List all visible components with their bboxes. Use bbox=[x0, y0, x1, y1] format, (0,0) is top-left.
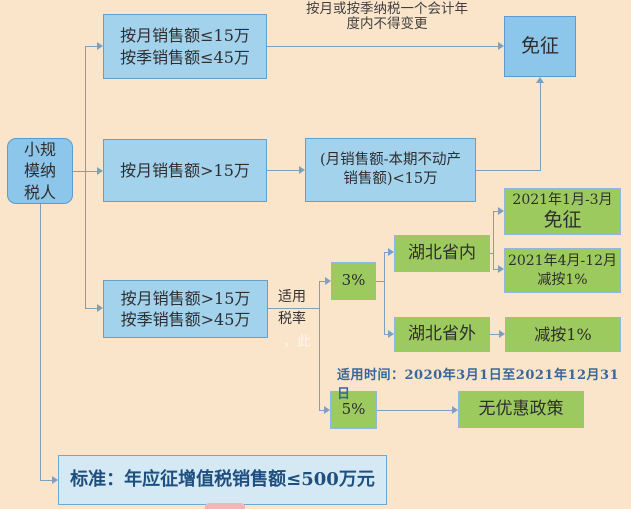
node-label: (月销售额-本期不动产 bbox=[319, 151, 462, 168]
node-monthly-quarter-high: 按月销售额>15万 按季销售额>45万 bbox=[103, 280, 268, 338]
node-hubei-outside: 湖北省外 bbox=[394, 317, 490, 352]
connector-line bbox=[268, 308, 319, 309]
arrowhead bbox=[452, 406, 458, 414]
node-standard: 标准：年应征增值税销售额≤500万元 bbox=[58, 455, 387, 505]
node-monthly-quarter-low: 按月销售额≤15万 按季销售额≤45万 bbox=[103, 14, 267, 79]
node-reduced-1-percent: 减按1% bbox=[505, 317, 621, 352]
node-label: 按季销售额>45万 bbox=[120, 310, 251, 329]
connector-line bbox=[476, 170, 540, 171]
node-exempt: 免征 bbox=[504, 16, 576, 77]
node-label: 湖北省外 bbox=[408, 324, 476, 345]
node-label: 3% bbox=[341, 271, 366, 290]
annotation-line: 按月或按季纳税一个会计年 bbox=[306, 1, 468, 17]
connector-line bbox=[85, 46, 99, 47]
connector-line bbox=[384, 334, 388, 335]
node-label: 标准：年应征增值税销售额≤500万元 bbox=[70, 469, 375, 491]
watermark-text: ，此 bbox=[283, 334, 311, 350]
node-rate-5-percent: 5% bbox=[330, 391, 377, 429]
connector-line bbox=[85, 308, 99, 309]
node-label: 无优惠政策 bbox=[478, 399, 564, 420]
node-period-apr-dec-reduced: 2021年4月-12月 减按1% bbox=[504, 248, 621, 293]
node-label: 税人 bbox=[23, 182, 56, 202]
node-hubei-inside: 湖北省内 bbox=[394, 235, 490, 272]
connector-line bbox=[85, 46, 86, 308]
connector-line bbox=[493, 211, 498, 212]
node-label: 免征 bbox=[520, 34, 559, 57]
node-rate-3-percent: 3% bbox=[331, 262, 376, 300]
node-label: 按季销售额≤45万 bbox=[120, 47, 250, 67]
node-monthly-high: 按月销售额>15万 bbox=[103, 139, 267, 202]
node-label: 小规 bbox=[23, 140, 56, 160]
top-annotation: 按月或按季纳税一个会计年 度内不得变更 bbox=[287, 2, 487, 32]
connector-line bbox=[40, 204, 41, 480]
node-label: 5% bbox=[341, 400, 366, 419]
arrowhead bbox=[52, 476, 58, 484]
node-label: 模纳 bbox=[23, 161, 56, 181]
arrowhead bbox=[97, 304, 103, 312]
arrowhead bbox=[97, 167, 103, 175]
arrowhead bbox=[299, 166, 305, 174]
node-label: 按月销售额>15万 bbox=[120, 160, 250, 180]
arrowhead bbox=[388, 330, 394, 338]
node-label: 减按1% bbox=[537, 271, 588, 288]
node-small-scale-taxpayer: 小规 模纳 税人 bbox=[7, 138, 73, 204]
node-label: 按月销售额>15万 bbox=[120, 288, 251, 308]
connector-line bbox=[319, 410, 325, 411]
arrowhead bbox=[499, 330, 505, 338]
connector-line bbox=[493, 269, 498, 270]
annotation-line: 适用 bbox=[278, 289, 306, 305]
connector-line bbox=[540, 83, 541, 171]
connector-line bbox=[376, 281, 384, 282]
arrowhead bbox=[324, 406, 330, 414]
arrowhead bbox=[498, 42, 504, 50]
connector-line bbox=[319, 281, 320, 410]
connector-line bbox=[377, 410, 452, 411]
connector-line bbox=[319, 281, 325, 282]
node-label: 2021年1月-3月 bbox=[512, 191, 613, 208]
node-label: 按月销售额≤15万 bbox=[120, 26, 250, 46]
connector-line bbox=[73, 171, 99, 172]
arrowhead bbox=[498, 265, 504, 273]
annotation-line: 税率 bbox=[278, 311, 306, 328]
node-label: 2021年4月-12月 bbox=[507, 253, 618, 270]
connector-line bbox=[493, 211, 494, 269]
node-label: 减按1% bbox=[534, 324, 592, 344]
arrowhead bbox=[97, 42, 103, 50]
connector-line bbox=[267, 46, 498, 47]
connector-line bbox=[384, 252, 385, 334]
applicable-rate-label: 适用 税率 bbox=[272, 286, 312, 331]
node-no-preferential-policy: 无优惠政策 bbox=[458, 391, 584, 428]
node-label: 免征 bbox=[543, 208, 582, 231]
node-period-jan-mar-exempt: 2021年1月-3月 免征 bbox=[504, 188, 621, 235]
annotation-line: 度内不得变更 bbox=[346, 15, 428, 32]
connector-line bbox=[40, 480, 52, 481]
node-label: 湖北省内 bbox=[408, 243, 476, 264]
node-net-sales-condition: (月销售额-本期不动产 销售额)<15万 bbox=[305, 138, 476, 202]
applicable-period-note: 适用时间：2020年3月1日至2021年12月31日 bbox=[337, 368, 620, 402]
node-label: 销售额)<15万 bbox=[343, 171, 438, 187]
connector-line bbox=[490, 334, 499, 335]
arrowhead bbox=[498, 207, 504, 215]
connector-line bbox=[490, 253, 494, 254]
arrowhead bbox=[325, 277, 331, 285]
arrowhead bbox=[536, 77, 544, 83]
pink-artifact bbox=[205, 503, 245, 509]
arrowhead bbox=[388, 248, 394, 256]
connector-line bbox=[384, 252, 388, 253]
connector-line bbox=[267, 170, 299, 171]
